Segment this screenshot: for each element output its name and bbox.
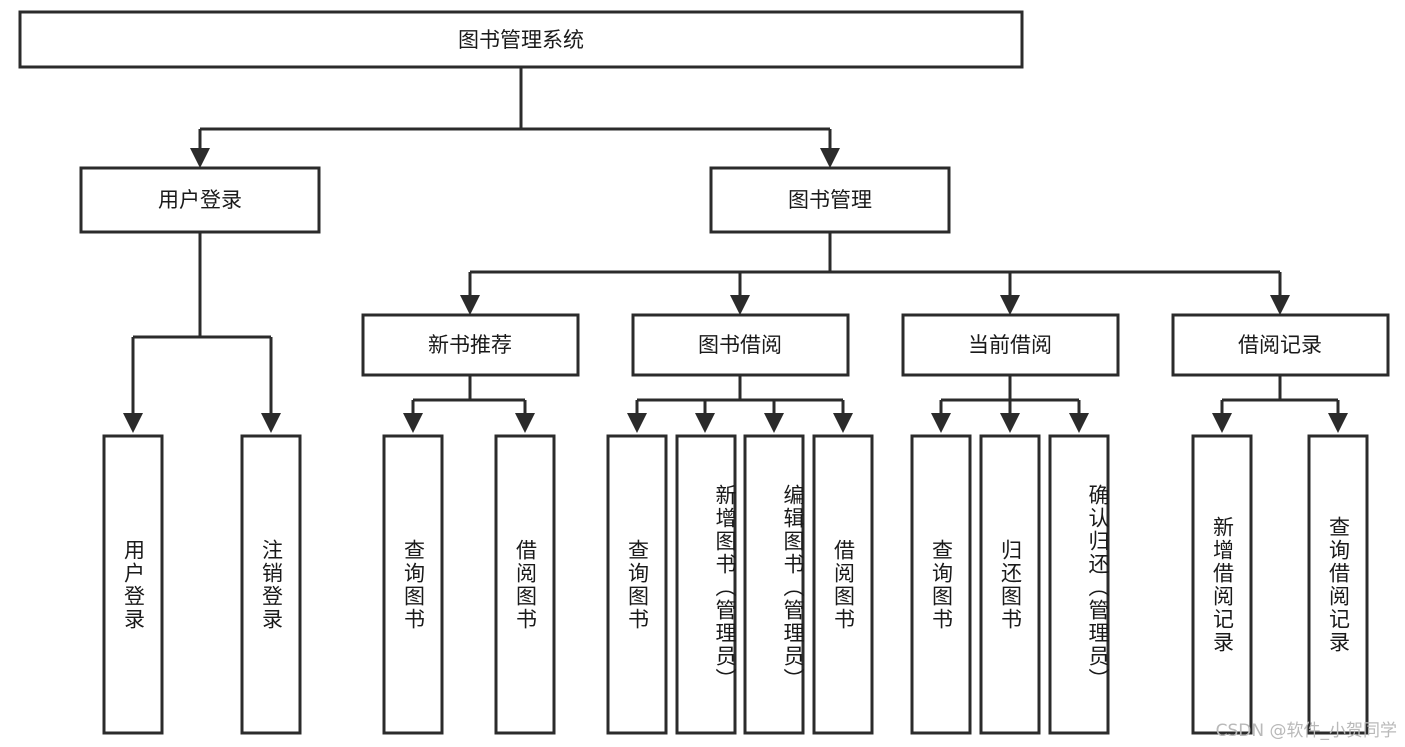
arrow-to-leaf-borrow-1 bbox=[627, 413, 647, 433]
arrow-to-leaf-current-3 bbox=[1069, 413, 1089, 433]
leaf-box-borrow-borrow-book[interactable] bbox=[812, 434, 874, 735]
node-book-management[interactable] bbox=[709, 166, 951, 234]
leaf-box-records-query-record[interactable] bbox=[1307, 434, 1369, 735]
connector-userlogin-to-leaves bbox=[131, 232, 273, 413]
leaf-box-user-login[interactable] bbox=[102, 434, 164, 735]
node-borrow-records-label: 借阅记录 bbox=[1238, 333, 1322, 357]
arrow-to-leaf-records-1 bbox=[1212, 413, 1232, 433]
node-root-book-management-system[interactable] bbox=[18, 10, 1024, 69]
arrow-to-leaf-current-1 bbox=[931, 413, 951, 433]
arrow-to-leaf-borrow-4 bbox=[833, 413, 853, 433]
node-user-login[interactable] bbox=[79, 166, 321, 234]
leaf-box-current-return-book[interactable] bbox=[979, 434, 1041, 735]
leaf-box-recommend-query-book[interactable] bbox=[382, 434, 444, 735]
arrow-to-current-borrow bbox=[1000, 295, 1020, 315]
leaf-box-borrow-edit-book[interactable] bbox=[743, 434, 805, 735]
arrowhead-group bbox=[123, 148, 1348, 433]
arrow-to-leaf-recommend-2 bbox=[515, 413, 535, 433]
node-book-management-label: 图书管理 bbox=[788, 188, 872, 212]
leaf-box-borrow-query-book[interactable] bbox=[606, 434, 668, 735]
arrow-to-book-borrow bbox=[730, 295, 750, 315]
arrow-to-leaf-records-2 bbox=[1328, 413, 1348, 433]
arrow-to-book-management bbox=[820, 148, 840, 168]
arrow-to-leaf-recommend-1 bbox=[403, 413, 423, 433]
leaf-box-records-add-record[interactable] bbox=[1191, 434, 1253, 735]
node-borrow-records[interactable] bbox=[1171, 313, 1390, 377]
arrow-to-leaf-user-login bbox=[123, 413, 143, 433]
node-current-borrow[interactable] bbox=[901, 313, 1120, 377]
connector-current-to-leaves bbox=[939, 375, 1081, 413]
connector-group bbox=[131, 67, 1340, 413]
node-user-login-label: 用户登录 bbox=[158, 188, 242, 212]
leaf-box-recommend-borrow-book[interactable] bbox=[494, 434, 556, 735]
connector-recommend-to-leaves bbox=[411, 375, 527, 413]
node-box-group: 图书管理系统 用户登录 图书管理 新书推荐 图书借阅 当前借阅 借阅记录 bbox=[18, 10, 1390, 377]
arrow-to-leaf-borrow-3 bbox=[764, 413, 784, 433]
arrow-to-new-book-recommend bbox=[460, 295, 480, 315]
connector-borrow-to-leaves bbox=[635, 375, 845, 413]
leaf-box-borrow-add-book[interactable] bbox=[675, 434, 737, 735]
arrow-to-leaf-logout bbox=[261, 413, 281, 433]
node-root-label: 图书管理系统 bbox=[458, 28, 584, 52]
leaf-box-group bbox=[102, 434, 1369, 735]
node-new-book-recommend-label: 新书推荐 bbox=[428, 333, 512, 357]
leaf-box-logout[interactable] bbox=[240, 434, 302, 735]
leaf-box-current-query-book[interactable] bbox=[910, 434, 972, 735]
node-book-borrow[interactable] bbox=[631, 313, 850, 377]
arrow-to-leaf-current-2 bbox=[1000, 413, 1020, 433]
connector-records-to-leaves bbox=[1220, 375, 1340, 413]
connector-root-to-level2 bbox=[198, 67, 832, 148]
arrow-to-borrow-records bbox=[1270, 295, 1290, 315]
node-book-borrow-label: 图书借阅 bbox=[698, 333, 782, 357]
watermark-credit: CSDN @软件_小贺同学 bbox=[1215, 721, 1397, 741]
arrow-to-user-login bbox=[190, 148, 210, 168]
arrow-to-leaf-borrow-2 bbox=[695, 413, 715, 433]
connector-bookmgmt-to-level3 bbox=[468, 232, 1282, 295]
node-current-borrow-label: 当前借阅 bbox=[968, 333, 1052, 357]
node-new-book-recommend[interactable] bbox=[361, 313, 580, 377]
leaf-box-current-confirm-return[interactable] bbox=[1048, 434, 1110, 735]
